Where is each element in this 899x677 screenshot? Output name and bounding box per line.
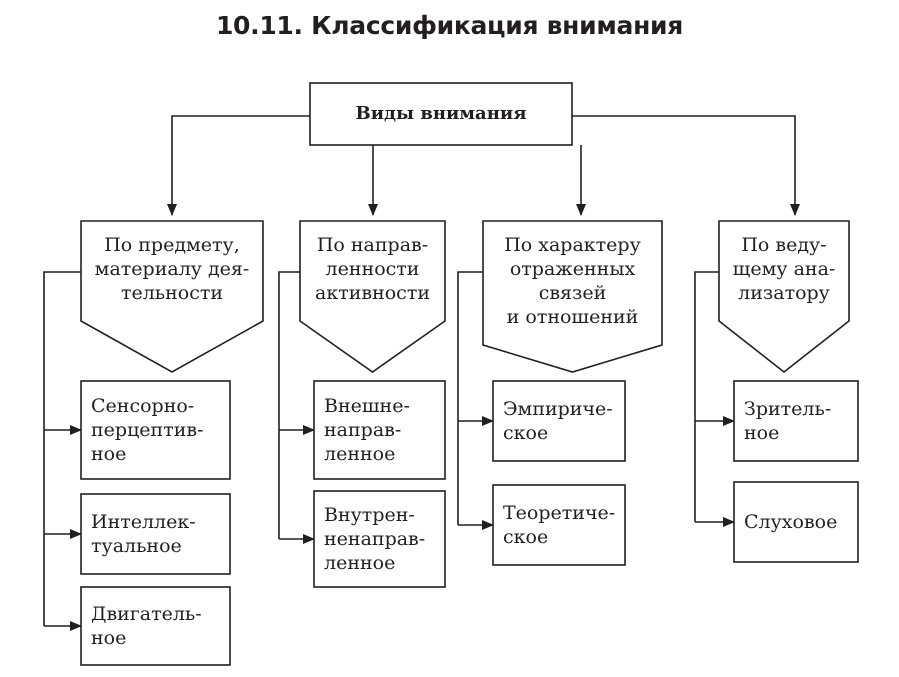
category-node-label: По предмету,материалу дея-тельности: [86, 221, 258, 317]
item-node-label-line: Двигатель-: [91, 603, 202, 625]
item-node-label-line: Внутрен-: [324, 504, 415, 526]
item-node-label-line: ленное: [324, 443, 396, 465]
category-node-label-line: связей: [538, 282, 607, 304]
category-node-label-line: По предмету,: [104, 234, 240, 256]
category-node-label: По веду-щему ана-лизатору: [722, 221, 846, 317]
item-node-label-line: ное: [91, 443, 127, 465]
item-node-box: [80, 493, 231, 575]
item-node-label-line: ное: [91, 627, 127, 649]
root-node-box: [309, 82, 573, 146]
item-node-label: Двигатель-ное: [91, 587, 226, 665]
category-node-box: [482, 220, 663, 373]
item-node-label: Внутрен-ненаправ-ленное: [324, 491, 441, 587]
category-node-box: [299, 220, 446, 373]
item-node-label: Эмпириче-ское: [503, 381, 621, 461]
category-node-label-line: лизатору: [738, 282, 830, 304]
category-node-label-line: щему ана-: [732, 258, 836, 280]
category-spine-line: [278, 271, 300, 539]
item-node-label-line: Зритель-: [744, 398, 832, 420]
item-node-label-line: туальное: [91, 535, 182, 557]
item-node-label: Сенсорно-перцептив-ное: [91, 381, 226, 479]
category-spine-line: [457, 271, 483, 525]
category-node-label-line: отраженных: [509, 258, 636, 280]
item-node-label-line: Внешне-: [324, 395, 410, 417]
root-node-label: Виды внимания: [355, 103, 527, 124]
item-node-label-line: ское: [503, 526, 549, 548]
item-node-label-line: Интеллек-: [91, 511, 196, 533]
item-node-label-line: перцептив-: [91, 419, 204, 441]
category-node-label-line: и отношений: [506, 306, 639, 328]
item-node-label: Внешне-направ-ленное: [324, 381, 441, 479]
item-node-label-line: ное: [744, 422, 780, 444]
category-node-label-line: тельности: [120, 282, 224, 304]
item-node-label: Зритель-ное: [744, 381, 854, 461]
item-node-label-line: Слуховое: [744, 511, 838, 533]
item-node-box: [492, 484, 626, 566]
category-node-label-line: материалу дея-: [94, 258, 250, 280]
item-node-label: Теоретиче-ское: [503, 485, 621, 565]
item-node-label-line: Сенсорно-: [91, 395, 195, 417]
item-node-label: Интеллек-туальное: [91, 494, 226, 574]
category-node-label-line: ленности: [325, 258, 420, 280]
item-node-box: [313, 380, 446, 480]
connector-root-to-category: [572, 115, 800, 216]
item-node-box: [492, 380, 626, 462]
item-node-label-line: направ-: [324, 419, 402, 441]
item-node-box: [733, 380, 859, 462]
category-spine-line: [694, 271, 719, 522]
item-node-box: [80, 586, 231, 666]
item-node-label-line: ленное: [324, 552, 396, 574]
item-node-label-line: Эмпириче-: [503, 398, 613, 420]
item-node-label: Слуховое: [744, 482, 854, 562]
item-node-box: [733, 481, 859, 563]
category-node-box: [718, 220, 850, 374]
item-node-label-line: ненаправ-: [324, 528, 426, 550]
category-node-box: [80, 220, 264, 373]
item-node-box: [80, 380, 231, 480]
category-spine-line: [43, 271, 81, 626]
category-node-label-line: активности: [315, 282, 430, 304]
diagram-title: 10.11. Классификация внимания: [215, 10, 684, 40]
item-node-box: [313, 490, 446, 588]
category-node-label-line: По веду-: [741, 234, 827, 256]
connector-root-to-category: [167, 115, 310, 216]
item-node-label-line: ское: [503, 422, 549, 444]
item-node-label-line: Теоретиче-: [503, 502, 616, 524]
category-node-label-line: По направ-: [316, 234, 429, 256]
category-node-label-line: По характеру: [504, 234, 641, 256]
